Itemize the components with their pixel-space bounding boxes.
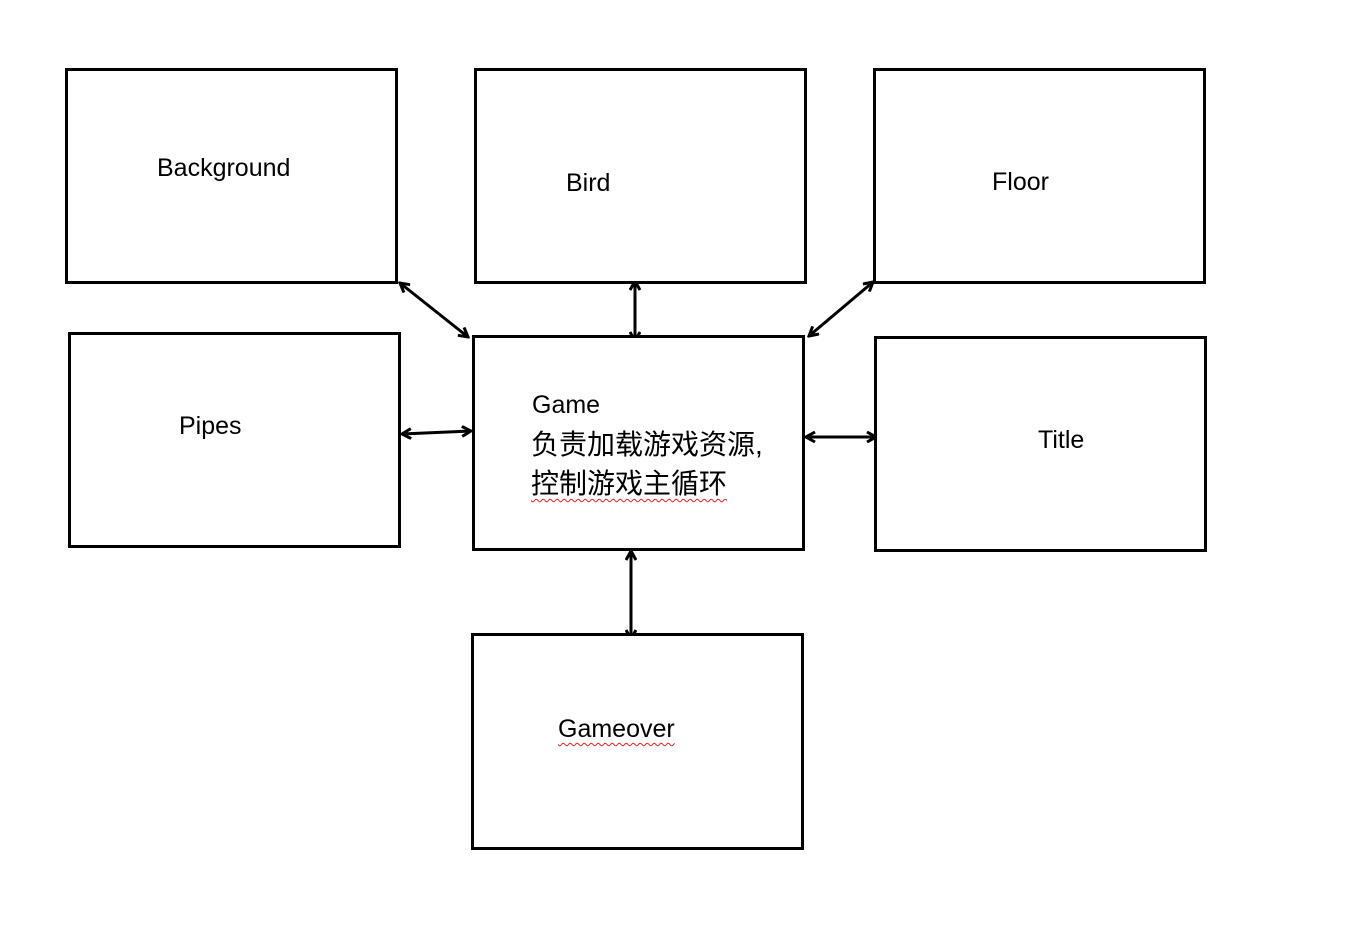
node-floor: Floor: [873, 68, 1206, 284]
node-game-description-line2: 控制游戏主循环: [531, 468, 728, 499]
node-gameover-label: Gameover: [558, 715, 675, 743]
arrow-game-floor: [809, 282, 873, 336]
node-game-description-line1: 负责加载游戏资源,: [531, 429, 763, 460]
node-bird-label: Bird: [566, 169, 611, 197]
node-gameover: Gameover: [471, 633, 804, 850]
node-background: Background: [65, 68, 398, 284]
node-title: Title: [874, 336, 1207, 552]
node-game: Game 负责加载游戏资源, 控制游戏主循环: [472, 335, 805, 551]
node-background-label: Background: [157, 154, 291, 182]
arrow-game-background: [400, 283, 468, 337]
node-game-label: Game: [532, 391, 601, 419]
node-pipes: Pipes: [68, 332, 401, 548]
node-pipes-label: Pipes: [179, 412, 242, 440]
node-title-label: Title: [1038, 426, 1085, 454]
node-bird: Bird: [474, 68, 807, 284]
node-floor-label: Floor: [992, 168, 1049, 196]
arrow-game-pipes: [402, 431, 471, 434]
